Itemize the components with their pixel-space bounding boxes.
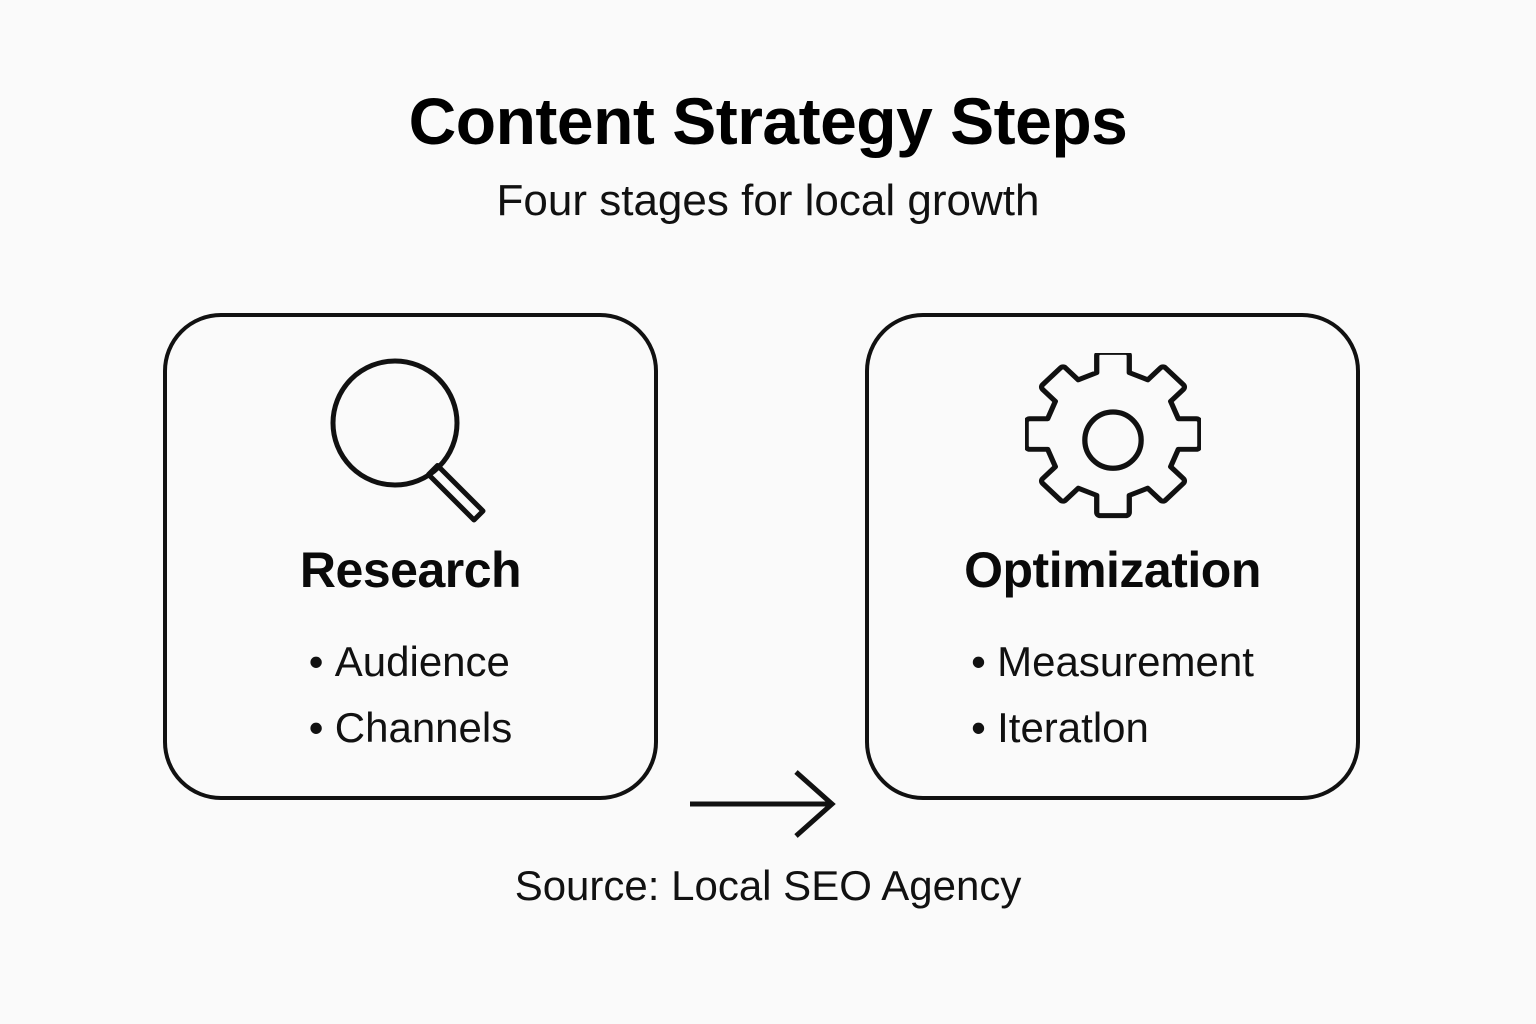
list-item-label: Measurement: [997, 638, 1254, 685]
list-item-label: Audience: [334, 638, 510, 685]
page-title: Content Strategy Steps: [408, 84, 1128, 158]
list-item: • Measurement: [971, 629, 1254, 695]
bullet-marker-icon: •: [971, 638, 986, 685]
step-card-research[interactable]: Research • Audience • Channels: [163, 313, 658, 800]
step-bullets-research: • Audience • Channels: [167, 629, 654, 761]
steps-row: Research • Audience • Channels: [0, 313, 1536, 838]
list-item: • Channels: [309, 695, 512, 761]
bullet-marker-icon: •: [971, 704, 986, 751]
step-heading-research: Research: [299, 542, 522, 598]
step-card-optimization[interactable]: Optimization • Measurement • Iteratlon: [865, 313, 1360, 800]
bullet-marker-icon: •: [308, 704, 324, 751]
page-subtitle: Four stages for local growth: [496, 176, 1040, 226]
arrow-right-icon: [686, 768, 842, 840]
magnifier-icon: [167, 351, 654, 531]
header: Content Strategy Steps Four stages for l…: [0, 84, 1536, 226]
list-item-label: Iteratlon: [997, 704, 1149, 751]
list-item-label: Channels: [334, 704, 513, 751]
list-item: • Audience: [309, 629, 512, 695]
gear-icon: [869, 351, 1356, 531]
step-heading-optimization: Optimization: [964, 542, 1261, 598]
step-bullets-optimization: • Measurement • Iteratlon: [869, 629, 1356, 761]
bullet-marker-icon: •: [308, 638, 324, 685]
list-item: • Iteratlon: [971, 695, 1254, 761]
source-caption: Source: Local SEO Agency: [514, 862, 1022, 909]
